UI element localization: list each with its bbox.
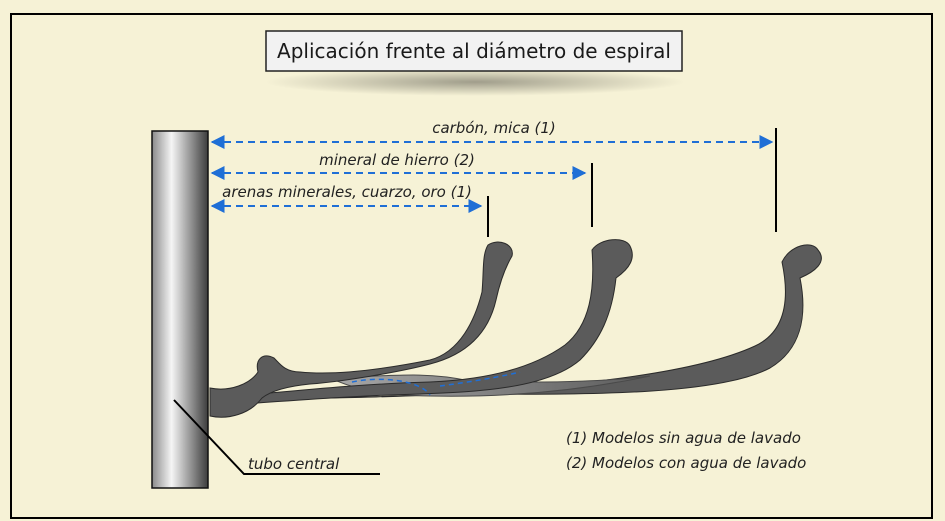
note-1: (1) Modelos sin agua de lavado [566, 429, 801, 447]
central-tube [151, 130, 209, 489]
dimension-label-arenas: arenas minerales, cuarzo, oro (1) [222, 183, 472, 201]
tube-leader-line [173, 399, 380, 475]
dimension-lines [210, 135, 774, 213]
page-title: Aplicación frente al diámetro de espiral [277, 39, 671, 63]
dimension-label-carbon-mica: carbón, mica (1) [432, 119, 556, 137]
note-2: (2) Modelos con agua de lavado [566, 454, 806, 472]
outer-frame [10, 13, 933, 519]
title-box [265, 30, 683, 72]
title-shadow [265, 68, 685, 96]
spiral-middle-turn [209, 239, 633, 407]
tube-label: tubo central [248, 455, 340, 473]
dimension-label-mineral-hierro: mineral de hierro (2) [319, 151, 475, 169]
hidden-edge-dashed-2 [439, 371, 521, 387]
hidden-edge-dashed [351, 378, 431, 396]
spiral-inner-turn [209, 241, 513, 418]
